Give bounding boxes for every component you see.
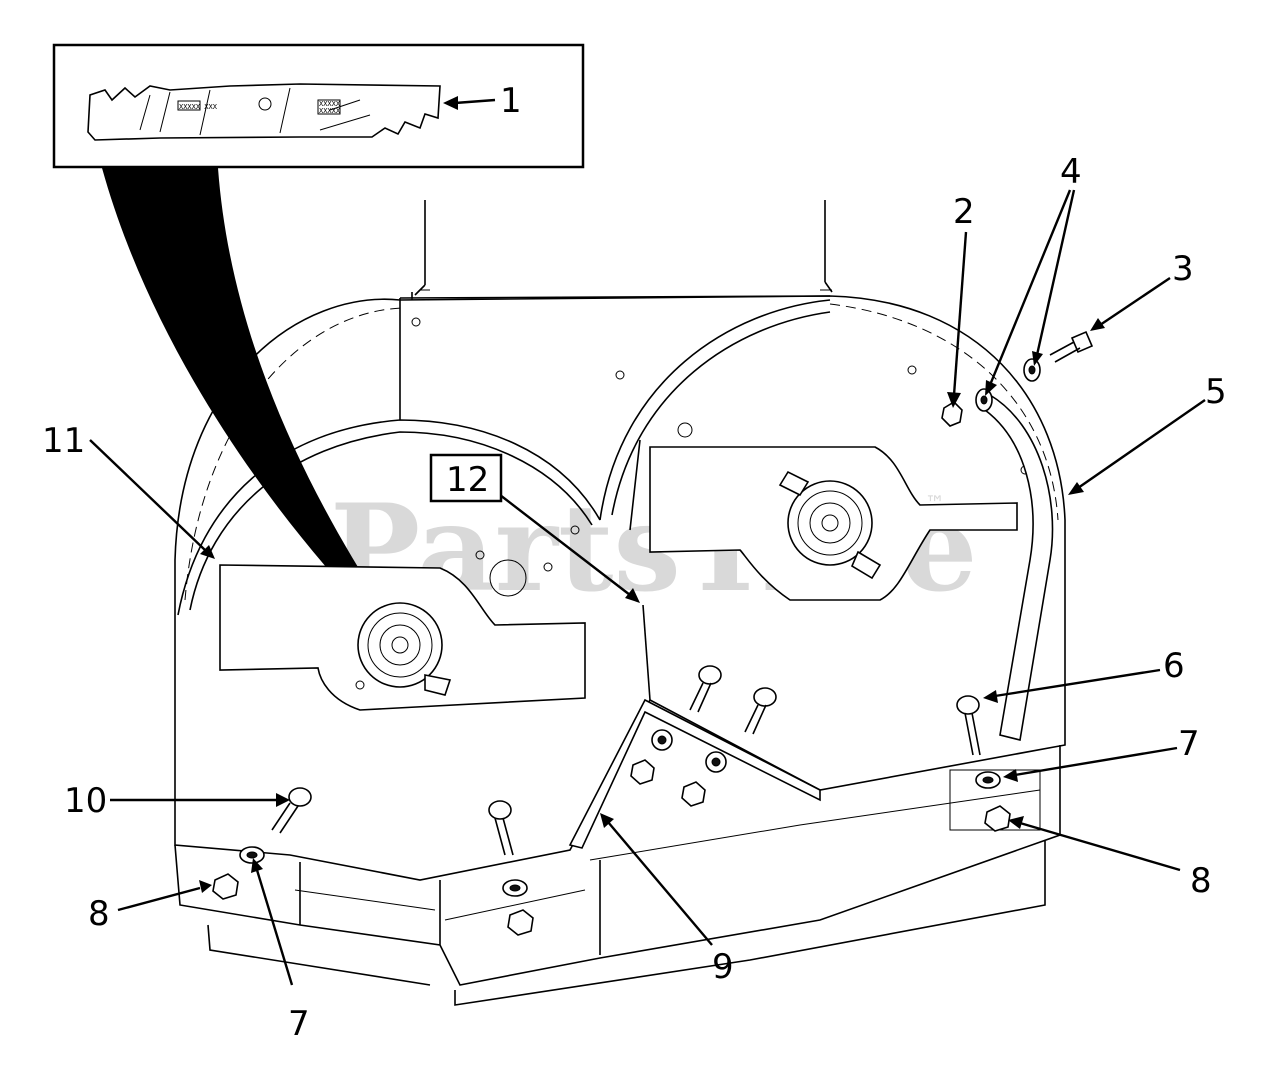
right-baffle[interactable] bbox=[599, 299, 831, 531]
chute-bracket[interactable] bbox=[984, 393, 1054, 741]
deck-front-skirt[interactable] bbox=[174, 745, 1061, 1006]
callout-7-left[interactable]: 7 bbox=[288, 1004, 310, 1044]
mower-blade[interactable]: XXXXX XXX XXXXX XXXXX bbox=[87, 83, 441, 141]
callout-2[interactable]: 2 bbox=[953, 192, 975, 232]
blade-part-marking-right-1: XXXXX bbox=[319, 100, 341, 108]
callout-12[interactable]: 12 bbox=[446, 460, 489, 500]
right-spindle[interactable] bbox=[778, 470, 882, 580]
callout-4[interactable]: 4 bbox=[1060, 152, 1082, 192]
carriage-bolt-2[interactable] bbox=[488, 800, 514, 856]
lower-baffle[interactable] bbox=[568, 698, 821, 849]
carriage-bolt-3[interactable] bbox=[689, 665, 722, 713]
carriage-bolt-4[interactable] bbox=[744, 687, 777, 735]
leader-lines bbox=[89, 96, 1206, 986]
deck-holes bbox=[355, 317, 1030, 690]
callout-8-right[interactable]: 8 bbox=[1190, 861, 1212, 901]
blade-inset: XXXXX XXX XXXXX XXXXX bbox=[52, 43, 585, 169]
washers[interactable] bbox=[239, 358, 1041, 897]
callout-1[interactable]: 1 bbox=[500, 81, 522, 121]
callout-12-box bbox=[429, 453, 503, 503]
callout-9[interactable]: 9 bbox=[712, 947, 734, 987]
baffle-rod[interactable] bbox=[642, 604, 651, 701]
left-baffle[interactable] bbox=[177, 419, 601, 616]
callout-7-right[interactable]: 7 bbox=[1178, 724, 1200, 764]
blade-part-marking-left: XXXXX XXX bbox=[179, 103, 218, 111]
callout-10[interactable]: 10 bbox=[64, 781, 107, 821]
callout-6[interactable]: 6 bbox=[1163, 646, 1185, 686]
callout-3[interactable]: 3 bbox=[1172, 249, 1194, 289]
carriage-bolt-1[interactable] bbox=[271, 787, 312, 834]
left-spindle[interactable] bbox=[357, 602, 452, 696]
hex-bolt-3[interactable] bbox=[1049, 330, 1094, 363]
detail-funnel bbox=[102, 168, 385, 618]
callout-5[interactable]: 5 bbox=[1205, 372, 1227, 412]
mower-deck[interactable] bbox=[174, 200, 1066, 1006]
callout-11[interactable]: 11 bbox=[42, 421, 85, 461]
callout-8-left[interactable]: 8 bbox=[88, 894, 110, 934]
carriage-bolt-6[interactable] bbox=[956, 695, 981, 756]
blade-part-marking-right-2: XXXXX bbox=[319, 107, 341, 115]
